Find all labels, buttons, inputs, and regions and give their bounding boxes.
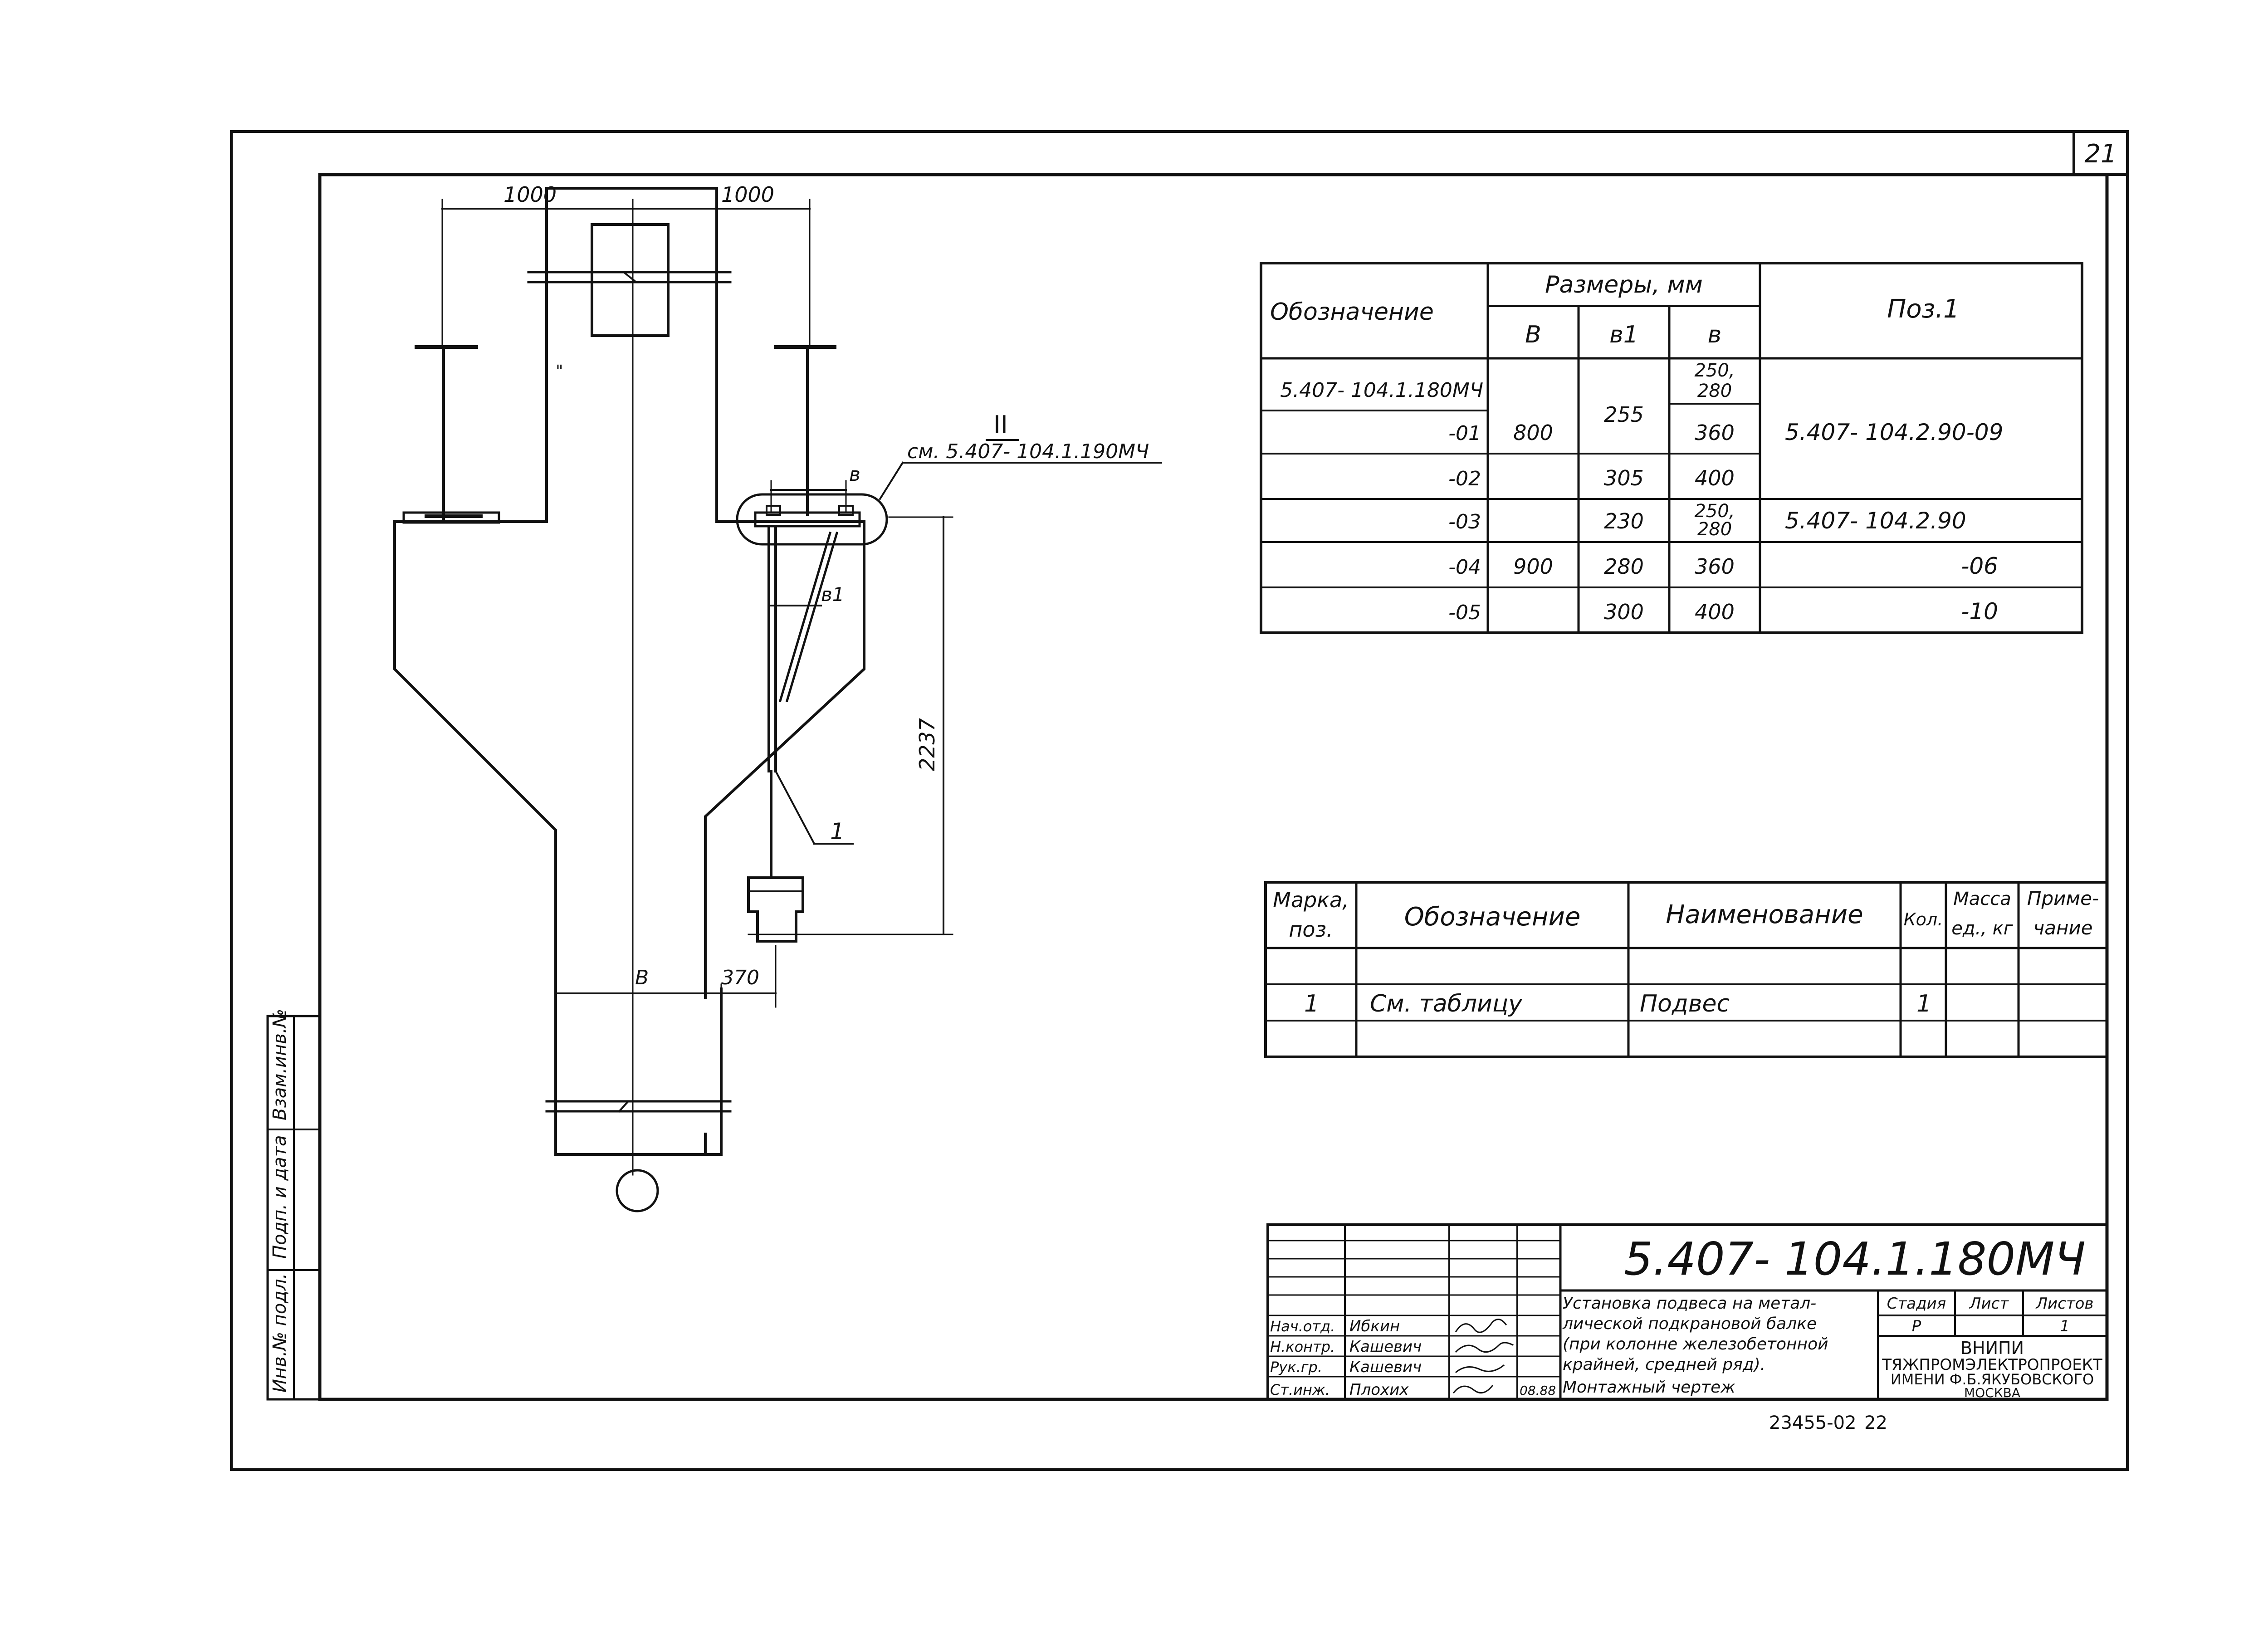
- sheets-label: Листов: [2035, 1295, 2093, 1313]
- sheet-label: Лист: [1969, 1295, 2009, 1313]
- th-pos: Поз.1: [1887, 294, 1960, 324]
- date: 08.88: [1520, 1383, 1556, 1398]
- signatures: [1452, 1319, 1514, 1394]
- cell-b1-255: 255: [1604, 402, 1644, 427]
- title-line: (при колонне железобетонной: [1563, 1335, 1828, 1354]
- row-designation: -02: [1448, 467, 1481, 490]
- spec-row-qty: 1: [1916, 990, 1931, 1017]
- spec-h-mass2: ед., кг: [1951, 918, 2014, 939]
- person: Ибкин: [1349, 1317, 1400, 1335]
- spec-h-mark2: поз.: [1289, 917, 1333, 942]
- spec-h-qty: Кол.: [1904, 909, 1943, 929]
- stamp-inv-orig: Инв.№ подл.: [269, 1273, 290, 1393]
- dim-left-1000: 1000: [503, 182, 557, 207]
- role: Нач.отд.: [1270, 1318, 1335, 1335]
- side-stamp: Взам.инв.№ Подп. и дата Инв.№ подл.: [266, 1009, 321, 1401]
- th-b: в: [1708, 321, 1722, 348]
- title-line: крайней, средней ряд).: [1563, 1355, 1765, 1374]
- dimension-height: 2237: [748, 516, 953, 935]
- column-drawing: ": [393, 187, 865, 1212]
- dim-right-1000: 1000: [721, 182, 774, 207]
- cell-b: 360: [1695, 554, 1735, 579]
- sheets-value: 1: [2060, 1317, 2070, 1335]
- row-designation: 5.407- 104.1.180МЧ: [1280, 379, 1483, 402]
- spec-row-mark: 1: [1304, 990, 1319, 1017]
- dim-height: 2237: [915, 718, 939, 771]
- section-mark: II: [993, 411, 1008, 439]
- org-line: ВНИПИ: [1960, 1338, 2024, 1358]
- cell-pos: -10: [1961, 598, 1998, 625]
- th-b1: в1: [1609, 321, 1638, 348]
- cell-b: 250,: [1694, 501, 1735, 522]
- stage-value: Р: [1912, 1317, 1921, 1335]
- role: Н.контр.: [1270, 1338, 1335, 1355]
- spec-h-designation: Обозначение: [1404, 902, 1581, 932]
- cell-b: 400: [1695, 466, 1735, 490]
- hanger-detail: в в1 1 II см. 5.407- 104.1.190МЧ: [736, 411, 1162, 943]
- spec-row-name: Подвес: [1640, 990, 1730, 1017]
- row-designation: -03: [1448, 510, 1481, 533]
- cell-b: 280: [1697, 381, 1732, 401]
- th-designation: Обозначение: [1270, 298, 1434, 326]
- spec-h-name: Наименование: [1666, 900, 1863, 929]
- cell-b1: 230: [1604, 509, 1644, 533]
- sizes-table: Обозначение Размеры, мм В в1 в Поз.1 5.4…: [1260, 262, 2083, 634]
- cell-pos: 5.407- 104.2.90-09: [1785, 419, 2003, 445]
- spec-h-mark: Марка,: [1273, 888, 1349, 912]
- dim-b-small: в: [849, 463, 860, 485]
- cell-pos: -06: [1961, 553, 1998, 579]
- role: Ст.инж.: [1270, 1381, 1330, 1398]
- person: Кашевич: [1349, 1338, 1422, 1356]
- title-line: Установка подвеса на метал-: [1563, 1294, 1816, 1313]
- page-number: 21: [2084, 139, 2116, 169]
- stage-label: Стадия: [1887, 1295, 1946, 1313]
- spec-table: Марка, поз. Обозначение Наименование Кол…: [1264, 881, 2108, 1058]
- dim-b1: в1: [821, 583, 844, 606]
- cell-pos: 5.407- 104.2.90: [1785, 508, 1966, 534]
- bottom-page: 22: [1864, 1413, 1887, 1433]
- role: Рук.гр.: [1270, 1359, 1322, 1376]
- cell-B-900: 900: [1513, 554, 1553, 579]
- th-B: В: [1525, 321, 1541, 348]
- cell-b1: 280: [1604, 554, 1644, 579]
- cell-b1: 305: [1604, 466, 1644, 490]
- doc-number: 5.407- 104.1.180МЧ: [1624, 1232, 2086, 1285]
- row-designation: -01: [1448, 422, 1481, 445]
- cell-b: 360: [1695, 420, 1735, 445]
- title-line: лической подкрановой балке: [1562, 1315, 1817, 1333]
- spec-h-note: Приме-: [2027, 887, 2099, 909]
- org-line: ИМЕНИ Ф.Б.ЯКУБОВСКОГО: [1891, 1371, 2094, 1388]
- dimension-top: 1000 1000: [441, 182, 811, 346]
- sheet-frame: [230, 130, 2129, 1471]
- cell-b: 280: [1697, 519, 1732, 540]
- spec-row-designation: См. таблицу: [1370, 990, 1523, 1017]
- title-line: Монтажный чертеж: [1563, 1378, 1735, 1397]
- section-ref: см. 5.407- 104.1.190МЧ: [907, 440, 1149, 463]
- position-label: 1: [830, 818, 845, 845]
- spec-h-mass: Масса: [1953, 889, 2011, 909]
- th-sizes: Размеры, мм: [1545, 271, 1703, 298]
- dim-370: 370: [721, 966, 759, 989]
- title-block: 5.407- 104.1.180МЧ Установка подвеса на …: [1266, 1223, 2108, 1401]
- dimension-bottom: В 370: [555, 945, 777, 1008]
- org-line: МОСКВА: [1964, 1385, 2020, 1400]
- stamp-replace-inv: Взам.инв.№: [269, 1009, 290, 1120]
- person: Плохих: [1349, 1381, 1409, 1399]
- person: Кашевич: [1349, 1358, 1422, 1376]
- stamp-sign-date: Подп. и дата: [269, 1135, 290, 1259]
- cell-b1: 300: [1604, 600, 1644, 624]
- row-designation: -05: [1448, 601, 1481, 624]
- dim-B: В: [635, 966, 649, 989]
- cell-b: 400: [1695, 600, 1735, 624]
- cell-b: 250,: [1694, 360, 1735, 381]
- bottom-note: 23455-02: [1769, 1413, 1857, 1433]
- cell-B-800: 800: [1513, 420, 1553, 445]
- spec-h-note2: чание: [2033, 917, 2092, 939]
- row-designation: -04: [1448, 556, 1481, 579]
- small-mark: ": [556, 362, 563, 381]
- org-line: ТЯЖПРОМЭЛЕКТРОПРОЕКТ: [1882, 1356, 2102, 1374]
